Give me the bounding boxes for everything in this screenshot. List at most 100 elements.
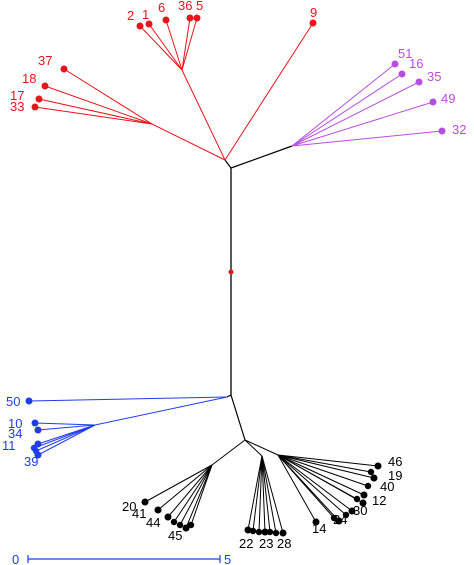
leaf-label-37: 37 [38, 53, 52, 68]
leaf-node-17 [35, 95, 43, 103]
leaf-tip-8 [364, 482, 372, 490]
leaf-label-34: 34 [8, 426, 22, 441]
leaf-label-1: 1 [142, 7, 149, 22]
tree-edges [28, 17, 443, 534]
edge-to-leaf-9 [224, 22, 314, 161]
edge-black-middle-subclade [244, 439, 263, 457]
edge-to-tip-12 [33, 424, 96, 449]
edge-to-leaf-34 [37, 424, 96, 431]
leaf-node-18 [41, 82, 49, 90]
edge-to-tip-6 [261, 455, 277, 534]
leaf-node-46 [374, 462, 382, 470]
leaf-node-32 [438, 127, 446, 135]
edge-to-tip-1 [179, 464, 213, 526]
scale-bar: 0 5 [12, 552, 231, 565]
leaf-node-16 [398, 70, 406, 78]
edge-to-tip-9 [277, 454, 358, 500]
leaf-node-51 [391, 60, 399, 68]
leaf-label-9: 9 [310, 5, 317, 20]
edge-to-leaf-50 [28, 396, 228, 402]
leaf-node-33 [31, 103, 39, 111]
edge-to-leaf-40 [277, 454, 365, 496]
edge-to-leaf-20 [144, 464, 213, 503]
edge-to-leaf-6 [165, 19, 183, 71]
edge-to-leaf-10 [34, 422, 96, 426]
edge-red-upper-subclade [181, 69, 226, 161]
edge-to-leaf-45 [185, 464, 213, 529]
leaf-node-41 [154, 506, 162, 514]
leaf-label-6: 6 [158, 0, 165, 15]
leaf-label-49: 49 [441, 91, 455, 106]
leaf-node-23 [261, 528, 269, 536]
edge-to-leaf-5 [181, 17, 198, 71]
leaf-node-22 [244, 526, 252, 534]
leaf-tip-11 [330, 514, 338, 522]
edge-to-tip-10 [277, 454, 347, 516]
edge-red-left-subclade [151, 123, 226, 161]
edge-to-leaf-19 [277, 454, 375, 479]
leaf-tip-4 [255, 528, 263, 536]
edge-to-leaf-16 [291, 73, 403, 147]
edge-to-leaf-28 [261, 455, 284, 534]
edge-to-purple-cluster [230, 145, 293, 169]
leaf-label-10: 10 [8, 416, 22, 431]
leaf-label-19: 19 [388, 468, 402, 483]
leaf-label-32: 32 [452, 122, 466, 137]
leaf-node-12 [359, 499, 367, 507]
leaf-label-33: 33 [10, 99, 24, 114]
leaf-label-28: 28 [277, 536, 291, 551]
leaf-node-35 [415, 78, 423, 86]
leaf-node-14 [312, 518, 320, 526]
edge-to-leaf-51 [291, 63, 396, 147]
leaf-node-24 [335, 517, 343, 525]
leaf-node-45 [182, 524, 190, 532]
edge-to-red-cluster [224, 159, 232, 169]
leaf-label-46: 46 [388, 454, 402, 469]
edge-to-leaf-35 [291, 81, 420, 147]
leaf-node-36 [186, 14, 194, 22]
leaf-label-20: 20 [122, 499, 136, 514]
edge-black-left-subclade [211, 439, 246, 466]
edge-to-tip-3 [252, 455, 263, 532]
leaf-label-5: 5 [196, 0, 203, 13]
leaf-label-12: 12 [372, 493, 386, 508]
edge-to-leaf-46 [277, 454, 379, 467]
edge-to-leaf-14 [277, 454, 317, 523]
edge-to-tip-11 [277, 454, 335, 519]
leaf-node-28 [279, 529, 287, 537]
edge-to-tip-13 [35, 424, 96, 452]
edge-blue-subclade [94, 396, 228, 426]
leaf-tip-1 [176, 521, 184, 529]
leaf-label-39: 39 [24, 454, 38, 469]
edge-to-leaf-37 [63, 68, 153, 125]
tree-nodes [25, 14, 446, 537]
scale-bar-end-label: 5 [224, 552, 231, 565]
edge-black-right-subclade [244, 439, 279, 456]
leaf-label-40: 40 [380, 479, 394, 494]
leaf-tip-13 [32, 447, 40, 455]
edge-to-leaf-32 [291, 130, 443, 147]
leaf-label-11: 11 [2, 438, 16, 453]
leaf-label-14: 14 [312, 521, 326, 536]
edge-to-tip-2 [190, 464, 213, 526]
leaf-label-45: 45 [168, 528, 182, 543]
edge-to-leaf-39 [37, 424, 96, 456]
edge-to-leaf-44 [167, 464, 213, 518]
edge-to-leaf-17 [38, 98, 153, 125]
leaf-node-19 [370, 474, 378, 482]
leaf-label-24: 24 [333, 512, 347, 527]
leaf-node-37 [60, 65, 68, 73]
edge-to-tip-0 [173, 464, 213, 523]
leaf-label-2: 2 [127, 8, 134, 23]
edge-to-leaf-33 [34, 106, 153, 125]
edge-to-black-cluster [230, 394, 246, 441]
edge-to-leaf-22 [247, 455, 263, 531]
scale-bar-start-label: 0 [12, 552, 19, 565]
edge-to-leaf-18 [44, 85, 153, 125]
edge-to-tip-5 [261, 455, 271, 533]
edge-to-leaf-23 [261, 455, 266, 533]
edge-to-leaf-1 [148, 23, 183, 71]
edge-to-leaf-49 [291, 101, 434, 147]
edge-to-leaf-41 [157, 464, 213, 511]
